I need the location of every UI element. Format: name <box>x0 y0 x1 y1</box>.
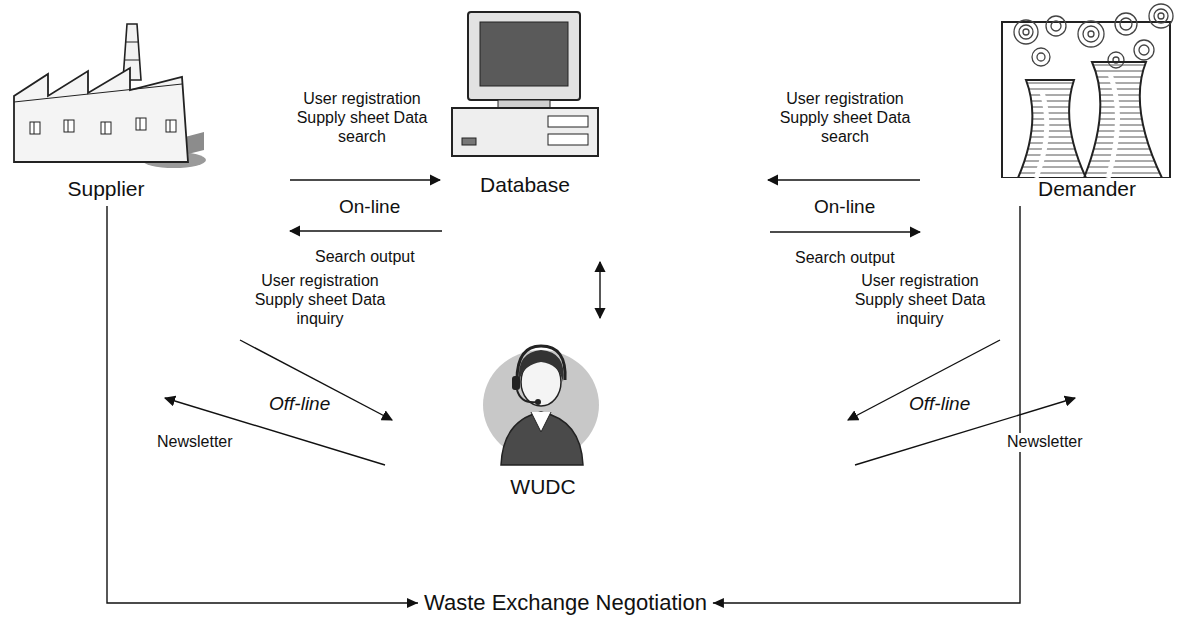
edge-label: User registration Supply sheet Data sear… <box>776 90 914 147</box>
mode-label: Off-line <box>907 393 972 415</box>
edge-label: User registration Supply sheet Data sear… <box>293 90 431 147</box>
flow-arrow <box>107 206 1020 608</box>
node-illustration <box>481 320 605 468</box>
node-label: WUDC <box>474 475 612 498</box>
node-label: Database <box>436 173 614 196</box>
mode-label: On-line <box>812 196 877 218</box>
wudc-operator: WUDC <box>474 320 612 498</box>
mode-label: On-line <box>337 196 402 218</box>
database-computer: Database <box>436 10 614 196</box>
flow-arrow <box>770 232 920 233</box>
demander-plant: Demander <box>992 2 1182 200</box>
edge-label: User registration Supply sheet Data inqu… <box>251 272 389 329</box>
edge-label: User registration Supply sheet Data inqu… <box>851 272 989 329</box>
edge-label: Search output <box>313 248 417 267</box>
edge-label: Search output <box>793 249 897 268</box>
flow-arrow <box>290 231 442 232</box>
edge-label: Newsletter <box>155 433 235 452</box>
flow-arrow <box>600 262 601 318</box>
edge-label: Newsletter <box>1005 433 1085 452</box>
flow-arrow <box>848 340 1000 420</box>
node-label: Demander <box>992 177 1182 200</box>
supplier-factory: Supplier <box>2 22 210 200</box>
node-illustration <box>996 2 1178 178</box>
flow-arrow <box>240 340 392 420</box>
edge-label: Waste Exchange Negotiation <box>422 590 709 616</box>
flow-arrow <box>290 180 440 181</box>
node-illustration <box>440 10 610 160</box>
flow-arrow <box>768 180 920 181</box>
mode-label: Off-line <box>267 393 332 415</box>
node-illustration <box>6 22 206 172</box>
node-label: Supplier <box>2 177 210 200</box>
